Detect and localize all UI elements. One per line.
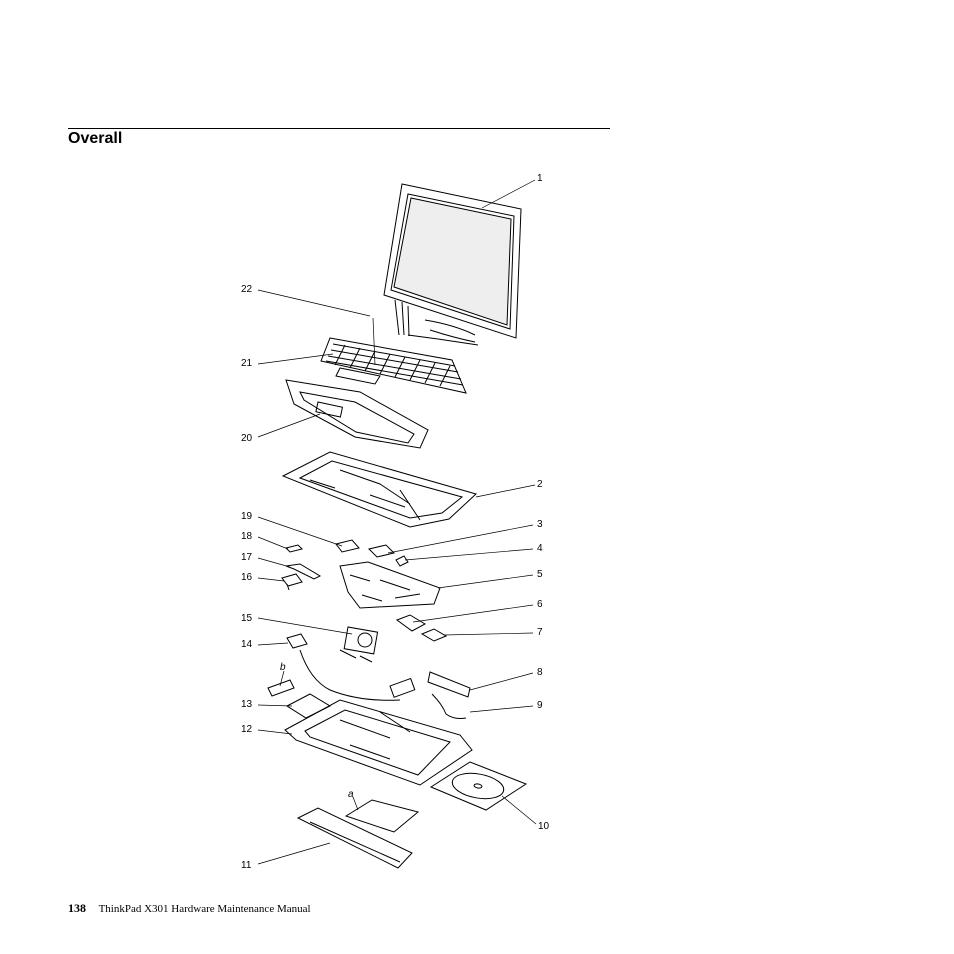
- part-keyboard-bezel: [285, 379, 429, 449]
- callout-15: 15: [241, 613, 253, 624]
- callout-20: 20: [241, 433, 253, 444]
- part-base-cover: [284, 699, 473, 786]
- callout-11: 11: [241, 860, 252, 871]
- callout-8: 8: [537, 667, 543, 678]
- callout-4: 4: [537, 543, 543, 554]
- callout-13: 13: [241, 699, 253, 710]
- part-top-cover: [281, 451, 477, 528]
- callout-21: 21: [241, 358, 253, 369]
- callout-labels: 1 2 3 4 5 6 7 8 9 10 11 12 13 14 15 16 1…: [241, 173, 550, 871]
- part-cover-a: [344, 799, 420, 833]
- sub-label-a: a: [348, 789, 354, 800]
- part-cable-brackets: [281, 563, 322, 591]
- callout-2: 2: [537, 479, 543, 490]
- part-ssd: [395, 614, 448, 642]
- section-title: Overall: [68, 130, 123, 147]
- part-thermal-module: [286, 626, 416, 701]
- callout-17: 17: [241, 552, 253, 563]
- page-number: 138: [68, 901, 86, 915]
- callout-1: 1: [537, 173, 543, 184]
- part-usb-boards: [427, 671, 471, 719]
- part-system-board: [339, 561, 441, 609]
- callout-12: 12: [241, 724, 253, 735]
- callout-22: 22: [241, 284, 253, 295]
- manual-title: ThinkPad X301 Hardware Maintenance Manua…: [98, 903, 311, 915]
- callout-9: 9: [537, 700, 543, 711]
- section-rule: [68, 128, 610, 129]
- callout-3: 3: [537, 519, 543, 530]
- part-keyboard: [320, 337, 467, 394]
- callout-16: 16: [241, 572, 253, 583]
- leader-lines: [257, 179, 537, 865]
- callout-18: 18: [241, 531, 253, 542]
- page-footer: 138 ThinkPad X301 Hardware Maintenance M…: [68, 901, 311, 916]
- part-small-cards: [285, 539, 409, 567]
- callout-14: 14: [241, 639, 253, 650]
- callout-19: 19: [241, 511, 253, 522]
- sub-label-b: b: [280, 662, 286, 673]
- callout-5: 5: [537, 569, 543, 580]
- part-optical-drive: [429, 761, 528, 811]
- callout-6: 6: [537, 599, 543, 610]
- callout-7: 7: [537, 627, 543, 638]
- callout-10: 10: [538, 821, 550, 832]
- part-sim-and-card: [267, 679, 332, 719]
- part-lcd-assembly: [383, 183, 522, 346]
- part-battery: [296, 807, 413, 869]
